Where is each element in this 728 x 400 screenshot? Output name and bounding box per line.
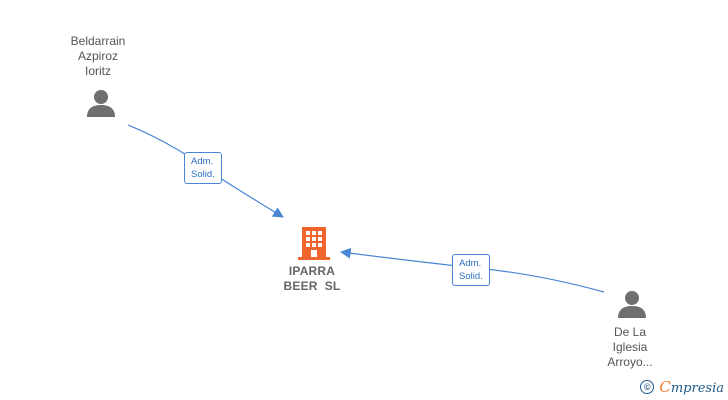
person-1-name-line: Ioritz [84, 64, 111, 78]
brand-rest: mpresia [670, 381, 724, 396]
edge-label-line: Solid. [191, 169, 215, 180]
person-2-name-line: Iglesia [612, 340, 648, 354]
edge-label-1: Adm. Solid. [184, 152, 222, 184]
edge-label-line: Adm. [459, 258, 482, 269]
person-2-name[interactable]: De La Iglesia Arroyo... [580, 325, 680, 370]
person-icon[interactable] [86, 88, 116, 118]
person-1-name-line: Beldarrain [70, 34, 126, 48]
empresia-logo: Cmpresia [659, 378, 724, 396]
edge-label-line: Adm. [191, 156, 214, 167]
person-2-name-line: Arroyo... [607, 355, 653, 369]
company-name-line: IPARRA [288, 264, 336, 278]
person-1-name-line: Azpiroz [77, 49, 118, 63]
copyright-icon: © [640, 380, 655, 394]
building-icon[interactable] [297, 225, 331, 261]
company-name-line: BEER SL [283, 279, 341, 293]
brand-initial: C [659, 378, 671, 396]
edge-label-2: Adm. Solid. [452, 254, 490, 286]
person-2-name-line: De La [613, 325, 647, 339]
person-1-name[interactable]: Beldarrain Azpiroz Ioritz [48, 34, 148, 79]
edge-label-line: Solid. [459, 271, 483, 282]
person-icon[interactable] [617, 289, 647, 319]
empresia-watermark[interactable]: © Cmpresia [640, 378, 724, 396]
company-name[interactable]: IPARRA BEER SL [262, 264, 362, 294]
